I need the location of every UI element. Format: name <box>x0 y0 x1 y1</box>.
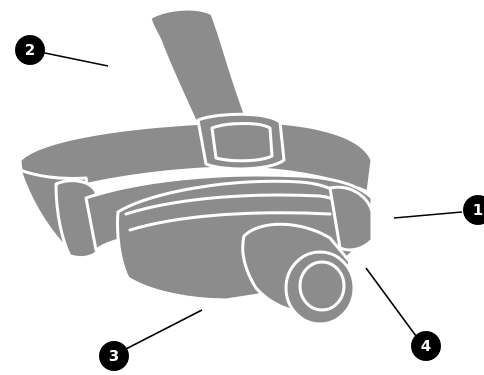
callout-2-label: 2 <box>25 41 35 59</box>
callout-1-label: 1 <box>473 201 483 219</box>
callout-3-label: 3 <box>109 347 119 365</box>
callout-3: 3 <box>99 341 129 371</box>
callout-4-label: 4 <box>421 337 431 355</box>
headlamp-icon <box>20 9 372 324</box>
leader-line-1 <box>394 212 462 218</box>
callout-1: 1 <box>463 195 484 225</box>
leader-line-4 <box>366 268 416 336</box>
leader-line-2 <box>40 52 108 66</box>
lens-glass <box>300 262 344 310</box>
callout-4: 4 <box>411 331 441 361</box>
callout-2: 2 <box>15 35 45 65</box>
leader-line-3 <box>120 310 202 352</box>
strap-adjuster-inset <box>212 124 272 161</box>
